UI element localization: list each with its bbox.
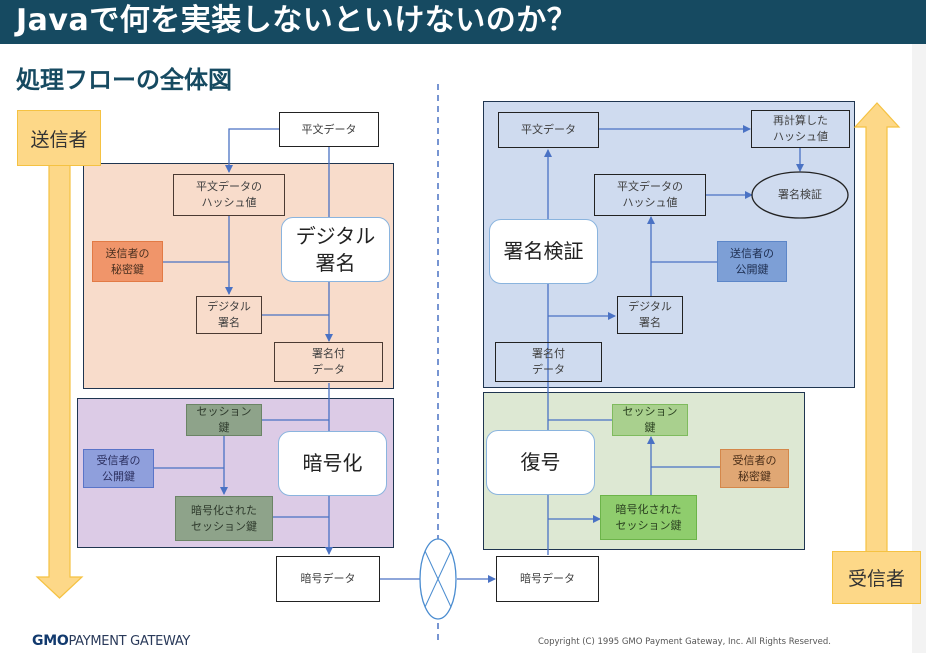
receiver-encrypted-data: 暗号データ [496, 556, 599, 602]
decryption-section-title: 復号 [486, 430, 595, 495]
receiver-up-arrow [853, 102, 901, 553]
receiver-recomputed-hash: 再計算した ハッシュ値 [751, 110, 850, 148]
encryption-section-title: 暗号化 [278, 431, 387, 496]
slide-edge [912, 44, 926, 653]
sender-signed-data: 署名付 データ [274, 342, 383, 382]
receiver-encrypted-session-key: 暗号化された セッション鍵 [600, 495, 697, 540]
receiver-session-key: セッション 鍵 [612, 404, 688, 436]
receiver-plaintext: 平文データ [498, 112, 599, 148]
title-bar [0, 0, 926, 44]
receiver-verify: 署名検証 [778, 188, 822, 202]
sender-down-arrow [35, 164, 84, 599]
page-title: Javaで何を実装しないといけないのか？ [16, 3, 578, 38]
sender-label: 送信者 [17, 110, 101, 166]
sender-hash: 平文データの ハッシュ値 [173, 174, 285, 216]
signature-section-title: デジタル 署名 [281, 217, 390, 282]
section-subtitle: 処理フローの全体図 [16, 66, 232, 94]
receiver-digital-signature: デジタル 署名 [617, 296, 683, 334]
sender-plaintext: 平文データ [279, 112, 379, 147]
verification-section-title: 署名検証 [489, 219, 598, 284]
verify-ellipse [751, 171, 849, 219]
sender-private-key: 送信者の 秘密鍵 [92, 241, 163, 282]
edge-plaintext-to-hash [225, 128, 279, 173]
copyright: Copyright (C) 1995 GMO Payment Gateway, … [538, 637, 832, 647]
logo-text: PAYMENT GATEWAY [68, 634, 191, 649]
company-logo: GMOPAYMENT GATEWAY [32, 633, 190, 649]
receiver-label: 受信者 [832, 551, 921, 604]
transmission-node [419, 538, 457, 620]
sender-public-key: 送信者の 公開鍵 [717, 241, 787, 282]
receiver-signed-data: 署名付 データ [495, 342, 602, 382]
sender-digital-signature: デジタル 署名 [196, 296, 262, 334]
sender-encrypted-session-key: 暗号化された セッション鍵 [175, 496, 273, 541]
receiver-public-key-sender-side: 受信者の 公開鍵 [83, 449, 154, 488]
receiver-private-key: 受信者の 秘密鍵 [720, 449, 789, 488]
receiver-hash: 平文データの ハッシュ値 [594, 174, 706, 216]
sender-encrypted-data: 暗号データ [276, 556, 380, 602]
sender-session-key: セッション 鍵 [186, 404, 262, 436]
logo-bold: GMO [32, 633, 69, 649]
